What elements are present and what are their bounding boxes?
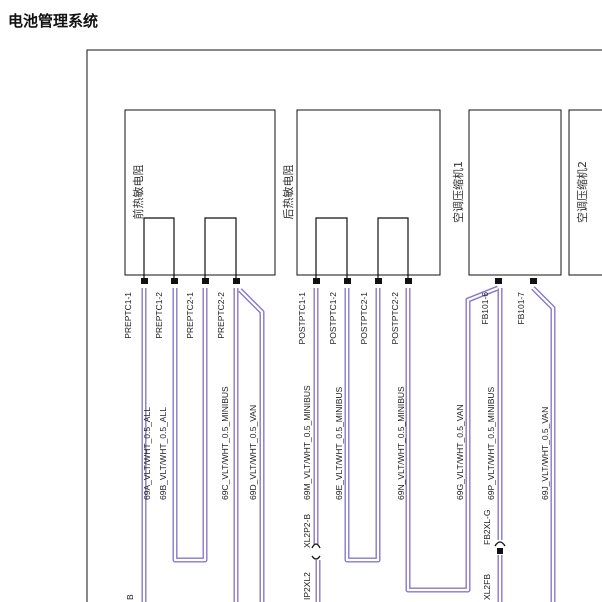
- diagram-frame: [86, 49, 602, 602]
- ac-compressor-2-box: [568, 109, 602, 276]
- wire-label: 69D_VLT/WHT_0.5_VAN: [248, 405, 258, 500]
- pin-label: PREPTC2-1: [185, 292, 195, 339]
- pin-label: POSTPTC2-2: [390, 292, 400, 345]
- internal-loops: [143, 217, 409, 282]
- wire-label: 69M_VLT/WHT_0.5_MINIBUS: [302, 385, 312, 500]
- wire-label: 69C_VLT/WHT_0.5_MINIBUS: [220, 386, 230, 500]
- connector-fb2xl-block: [497, 548, 503, 554]
- ac-compressor-1-box: [468, 109, 562, 276]
- pin-label: POSTPTC1-2: [328, 292, 338, 345]
- component-label-ac-compressor-2: 空调压缩机2: [575, 161, 589, 223]
- connector-markers: [311, 541, 506, 560]
- wire-label: 69E_VLT/WHT_0.5_MINIBUS: [334, 386, 344, 500]
- pin-label: POSTPTC2-1: [359, 292, 369, 345]
- connector-label: B: [125, 594, 135, 600]
- pin-label: POSTPTC1-1: [297, 292, 307, 345]
- connector-label: XL2P2-B: [302, 514, 312, 548]
- wire-label: 69N_VLT/WHT_0.5_MINIBUS: [396, 386, 406, 500]
- rear-thermistor-box: [296, 109, 441, 276]
- front-thermistor-box: [124, 109, 276, 276]
- wire-label: 69A_VLT/WHT_0.5_ALL: [142, 407, 152, 500]
- wire-label: 69B_VLT/WHT_0.5_ALL: [158, 407, 168, 500]
- wire-label: 69P_VLT/WHT_0.5_MINIBUS: [486, 386, 496, 500]
- wire-label: 69J_VLT/WHT_0.5_VAN: [540, 407, 550, 500]
- pin-label: PREPTC2-2: [216, 292, 226, 339]
- pin-label: FB101-6: [480, 292, 490, 325]
- component-label-rear-thermistor: 后热敏电阻: [281, 165, 295, 220]
- pin-caps: [141, 278, 537, 284]
- pin-label: FB101-7: [516, 292, 526, 325]
- connector-label: IP2XL2: [302, 572, 312, 600]
- page-title: 电池管理系统: [8, 12, 99, 30]
- pin-label: PREPTC1-1: [123, 292, 133, 339]
- connector-label: XL2FB: [482, 574, 492, 600]
- connector-label: FB2XL-G: [482, 510, 492, 545]
- component-label-ac-compressor-1: 空调压缩机1: [451, 161, 465, 223]
- wire-label: 69G_VLT/WHT_0.5_VAN: [455, 404, 465, 500]
- component-label-front-thermistor: 前热敏电阻: [131, 165, 145, 220]
- wires-inner: [142, 286, 555, 602]
- pin-label: PREPTC1-2: [154, 292, 164, 339]
